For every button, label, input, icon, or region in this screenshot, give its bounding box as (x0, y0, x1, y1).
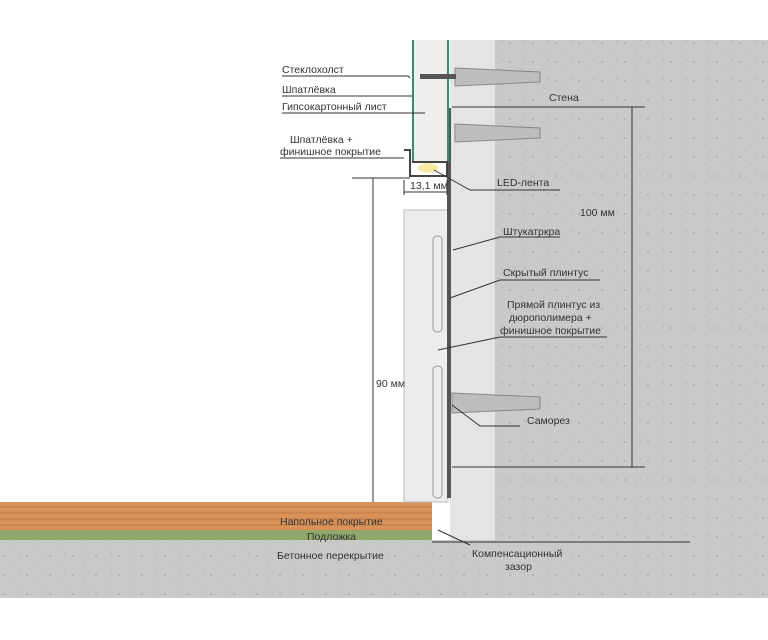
underlay (0, 530, 432, 540)
label-expansion-gap-2: зазор (505, 561, 532, 573)
label-flooring: Напольное покрытие (280, 516, 383, 528)
hidden-baseboard (447, 108, 451, 498)
drywall-sheet (413, 40, 448, 162)
label-slab: Бетонное перекрытие (277, 550, 384, 562)
label-gap-width: 13,1 мм (410, 180, 448, 192)
label-straight-baseboard-2: дюрополимера + (509, 312, 592, 324)
dimension-90mm (352, 177, 410, 502)
label-hidden-baseboard: Скрытый плинтус (503, 267, 589, 279)
dimension-13mm (403, 180, 448, 195)
dimension-100mm (452, 106, 645, 468)
label-putty-finish-2: финишное покрытие (280, 146, 381, 158)
flooring (0, 502, 432, 530)
label-screw: Саморез (527, 415, 570, 427)
label-wall: Стена (549, 92, 579, 104)
label-putty-finish-1: Шпатлёвка + (290, 134, 353, 146)
label-plaster: Штукатркра (503, 226, 560, 238)
straight-baseboard (403, 209, 449, 503)
label-height-100: 100 мм (580, 207, 615, 219)
label-drywall: Гипсокартонный лист (282, 101, 387, 113)
label-straight-baseboard-3: финишное покрытие (500, 325, 601, 337)
label-height-90: 90 мм (376, 378, 405, 390)
concrete-slab (0, 540, 768, 598)
label-underlay: Подложка (307, 531, 356, 543)
label-led: LED-лента (497, 177, 549, 189)
screw-dowel (420, 67, 541, 414)
label-straight-baseboard-1: Прямой плинтус из (507, 299, 600, 311)
label-fiberglass: Стеклохолст (282, 64, 344, 76)
leader-lines (280, 75, 607, 546)
led-strip (418, 163, 438, 173)
label-expansion-gap-1: Компенсационный (472, 548, 562, 560)
label-putty: Шпатлёвка (282, 84, 336, 96)
